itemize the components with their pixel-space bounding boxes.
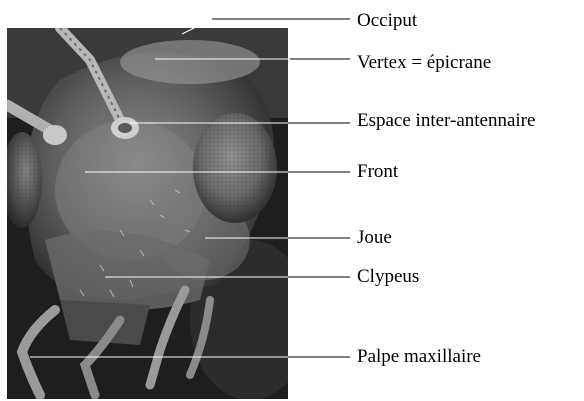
label-occiput: Occiput (357, 11, 417, 30)
label-joue: Joue (357, 228, 392, 247)
label-vertex: Vertex = épicrane (357, 53, 491, 72)
label-palpe-maxillaire: Palpe maxillaire (357, 347, 481, 366)
sem-micrograph (2, 28, 310, 400)
label-front: Front (357, 162, 398, 181)
label-clypeus: Clypeus (357, 267, 419, 286)
label-espace-inter-antennaire: Espace inter-antennaire (357, 111, 535, 130)
